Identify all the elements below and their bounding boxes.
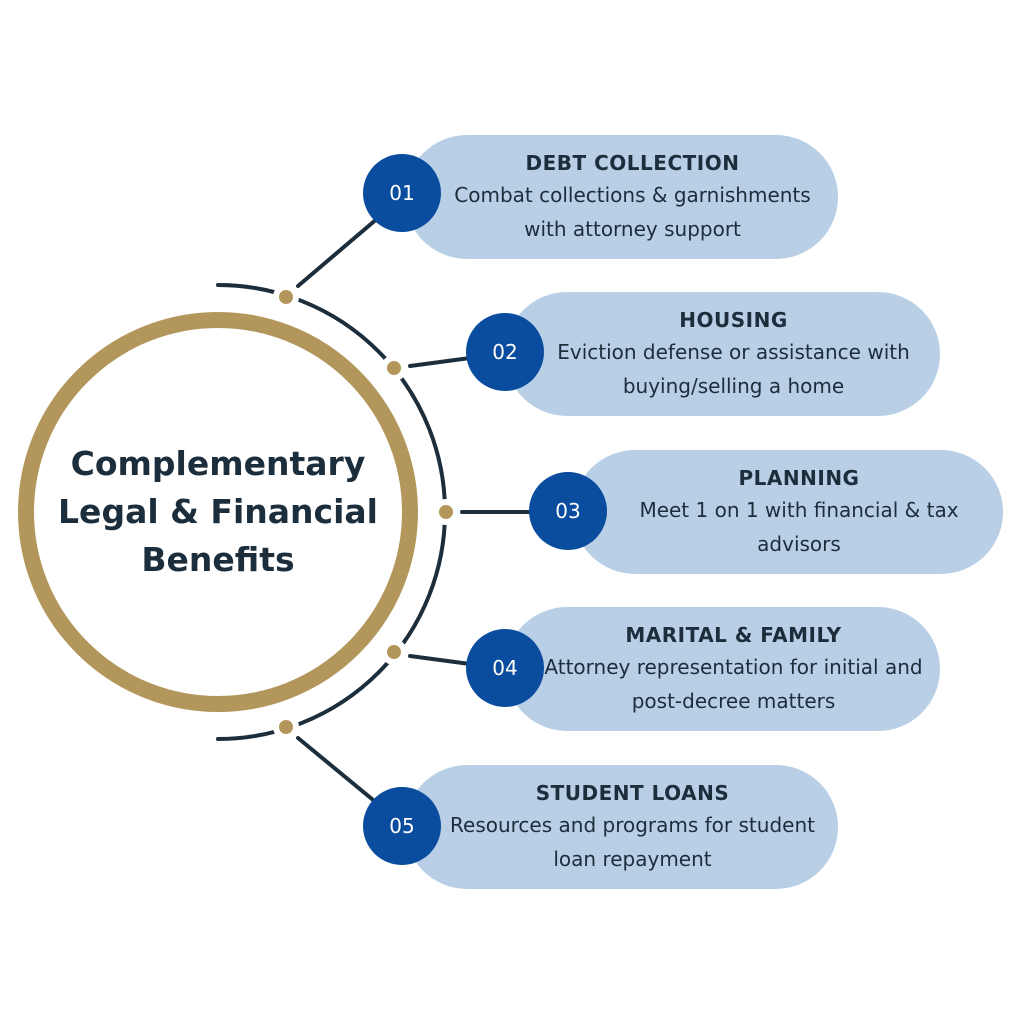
connector-dot-4 [381,639,407,665]
connector-line-4 [408,654,472,666]
connector-line-5 [296,736,380,806]
connector-dot-2 [381,355,407,381]
benefit-number-badge: 02 [466,313,544,391]
benefit-number-badge: 01 [363,154,441,232]
benefit-description: Attorney representation for initial and … [544,655,923,713]
benefit-title: DEBT COLLECTION [525,151,740,175]
benefit-planning: PLANNING Meet 1 on 1 with financial & ta… [573,450,1003,574]
connector-dot-5 [273,714,299,740]
benefit-number-badge: 04 [466,629,544,707]
center-title: Complementary Legal & Financial Benefits [58,444,378,579]
connector-dot-3 [433,499,459,525]
center-ring [18,312,418,712]
benefit-debt-collection: DEBT COLLECTION Combat collections & gar… [405,135,838,259]
benefit-description: Combat collections & garnishments with a… [454,183,811,241]
benefit-number-badge: 05 [363,787,441,865]
benefit-description: Eviction defense or assistance with buyi… [557,340,910,398]
benefit-number-badge: 03 [529,472,607,550]
benefit-marital-family: MARITAL & FAMILY Attorney representation… [505,607,940,731]
benefit-description: Meet 1 on 1 with financial & tax advisor… [639,498,959,556]
benefit-description: Resources and programs for student loan … [450,813,815,871]
benefit-title: PLANNING [738,466,860,490]
benefit-title: STUDENT LOANS [535,781,730,805]
benefit-title: HOUSING [679,308,788,332]
connector-dot-1 [273,284,299,310]
benefit-student-loans: STUDENT LOANS Resources and programs for… [405,765,838,889]
benefit-title: MARITAL & FAMILY [625,623,842,647]
connector-line-2 [408,356,472,368]
connector-line-1 [296,216,380,288]
benefit-housing: HOUSING Eviction defense or assistance w… [505,292,940,416]
